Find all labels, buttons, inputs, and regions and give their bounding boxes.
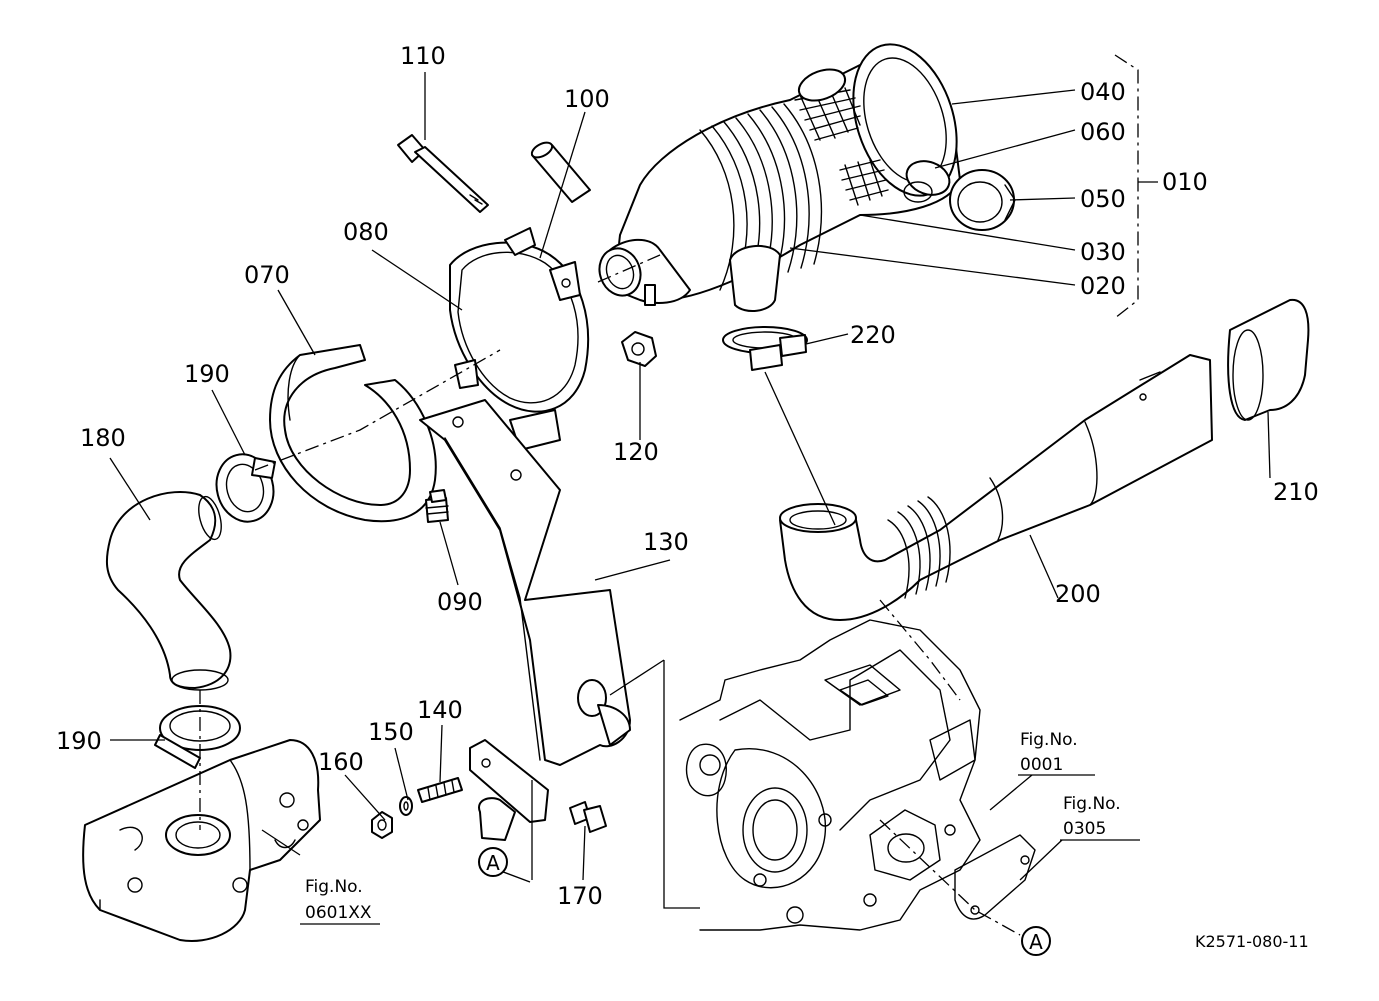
- label-100: 100: [564, 85, 610, 113]
- label-110: 110: [400, 42, 446, 70]
- band-bracket-080: [449, 227, 589, 451]
- washer-150: [399, 796, 413, 816]
- fig-ref-0001-label: Fig.No.: [1020, 730, 1078, 750]
- label-020: 020: [1080, 272, 1126, 300]
- label-040: 040: [1080, 78, 1126, 106]
- label-190-lower: 190: [56, 727, 102, 755]
- label-150: 150: [368, 718, 414, 746]
- stay-130: [419, 399, 631, 766]
- bolt-170: [569, 801, 607, 833]
- seal-210: [1227, 298, 1310, 421]
- leader-lines: [109, 72, 1271, 881]
- label-200: 200: [1055, 580, 1101, 608]
- label-090: 090: [437, 588, 483, 616]
- intake-manifold: [82, 739, 321, 942]
- label-050: 050: [1080, 185, 1126, 213]
- air-cleaner-body: [598, 43, 961, 312]
- label-030: 030: [1080, 238, 1126, 266]
- label-140: 140: [417, 696, 463, 724]
- label-190-upper: 190: [184, 360, 230, 388]
- fitting-090: [425, 489, 449, 523]
- label-170: 170: [557, 882, 603, 910]
- drawing-code: K2571-080-11: [1195, 932, 1309, 951]
- intake-pipe-200: [779, 354, 1213, 621]
- fig-ref-0305-label: Fig.No.: [1063, 794, 1121, 814]
- connector-a-left-text: A: [486, 851, 500, 875]
- connector-mark-a-right: A: [1021, 926, 1051, 956]
- evacuator-valve-050: [949, 169, 1016, 231]
- band-070: [269, 344, 437, 523]
- hose-clamp-190-upper: [215, 453, 276, 523]
- label-080: 080: [343, 218, 389, 246]
- nut-160: [371, 811, 393, 839]
- label-010: 010: [1162, 168, 1208, 196]
- bolt-110: [397, 134, 489, 213]
- pin-100: [530, 141, 591, 203]
- label-060: 060: [1080, 118, 1126, 146]
- engine-block: [679, 619, 1036, 931]
- hose-clamp-190-lower: [154, 705, 241, 769]
- hose-clamp-220: [722, 326, 808, 371]
- label-160: 160: [318, 748, 364, 776]
- stud-140: [417, 777, 463, 803]
- label-130: 130: [643, 528, 689, 556]
- fig-ref-0601xx-number: 0601XX: [305, 903, 372, 923]
- figure-refs: Fig.No. 0001 Fig.No. 0305 Fig.No. 0601XX: [300, 730, 1140, 925]
- part-labels: 040 060 010 050 030 020 110 100 080 070 …: [56, 42, 1319, 910]
- label-210: 210: [1273, 478, 1319, 506]
- alignment-lines: [199, 254, 1021, 936]
- label-220: 220: [850, 321, 896, 349]
- mounting-plate: [469, 739, 549, 841]
- assembly-bracket-010: [1114, 54, 1158, 319]
- fig-ref-0601xx-label: Fig.No.: [305, 877, 363, 897]
- connector-a-right-text: A: [1029, 930, 1043, 954]
- fig-ref-0001-number: 0001: [1020, 755, 1063, 775]
- hose-180: [105, 491, 232, 691]
- label-120: 120: [613, 438, 659, 466]
- label-070: 070: [244, 261, 290, 289]
- reference-boundary: [497, 659, 700, 909]
- nut-120: [621, 331, 657, 367]
- fig-ref-0305-number: 0305: [1063, 819, 1106, 839]
- connector-mark-a-left: A: [478, 847, 508, 877]
- label-180: 180: [80, 424, 126, 452]
